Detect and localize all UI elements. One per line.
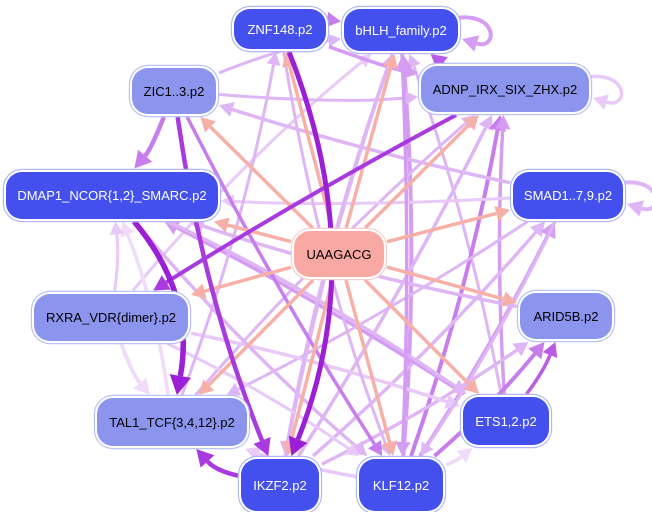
edge-ets-adnp	[497, 128, 507, 395]
arrowhead-rxra-tal1	[133, 377, 150, 395]
arrowhead-ets-bhlh	[407, 54, 421, 69]
edge-smad-zic	[231, 107, 511, 185]
arrowhead-center-dmap1	[213, 217, 230, 233]
graph-node-bhlh[interactable]: bHLH_family.p2	[344, 9, 458, 51]
edge-bhlh-klf12	[400, 53, 409, 442]
edge-center-zic	[209, 125, 314, 230]
arrowhead-center-klf12	[382, 440, 398, 456]
arrowhead-zic-ikzf2	[253, 437, 271, 456]
edge-center-adnp	[363, 123, 471, 230]
edge-klf12-bhlh	[401, 69, 414, 457]
self-loop-adnp	[586, 74, 624, 105]
edge-center-klf12	[344, 279, 392, 443]
arrowhead-center-ets	[463, 378, 479, 394]
edge-dmap1-ets	[167, 219, 456, 388]
arrowhead-zic-bhlh	[327, 33, 341, 48]
edge-zic-adnp	[218, 93, 406, 102]
edge-center-ikzf2	[289, 279, 335, 443]
arrowhead-tal1-znf148	[266, 52, 281, 66]
arrowhead-adnp-bhlh	[430, 54, 448, 71]
arrowhead-ets-arid5b	[542, 342, 558, 358]
graph-node-dmap1[interactable]: DMAP1_NCOR{1,2}_SMARC.p2	[6, 171, 218, 219]
arrowhead-znf148-ikzf2	[288, 435, 308, 456]
arrowhead-ets-adnp	[494, 115, 511, 130]
arrowhead-rxra-klf12	[344, 442, 360, 456]
edge-klf12-adnp	[409, 129, 500, 457]
arrowhead-ikzf2-arid5b	[512, 342, 529, 357]
graph-node-smad[interactable]: SMAD1..7,9.p2	[513, 171, 623, 219]
graph-node-center[interactable]: UAAGACG	[294, 231, 384, 277]
arrowhead-center-zic	[200, 117, 216, 133]
graph-node-znf148[interactable]: ZNF148.p2	[234, 9, 326, 49]
arrowhead-center-tal1	[198, 379, 215, 395]
arrowhead-zic-klf12	[368, 439, 383, 456]
arrowhead-rxra-ets	[444, 394, 460, 409]
arrowhead-dmap1-tal1	[169, 374, 191, 395]
arrowhead-klf12-arid5b	[528, 342, 545, 360]
edge-tal1-znf148	[180, 64, 275, 396]
self-loop-arrowhead-bhlh	[462, 35, 480, 52]
edge-center-smad	[386, 211, 497, 244]
arrowhead-center-adnp	[463, 115, 479, 131]
self-loop-smad	[620, 180, 652, 212]
self-loop-bhlh	[455, 15, 493, 47]
edge-center-arid5b	[386, 265, 504, 301]
arrowhead-smad-klf12	[420, 441, 434, 456]
graph-node-ikzf2[interactable]: IKZF2.p2	[241, 459, 319, 511]
graph-node-adnp[interactable]: ADNP_IRX_SIX_ZHX.p2	[421, 66, 589, 112]
arrowhead-klf12-tal1	[245, 446, 262, 462]
arrowhead-zic-adnp	[404, 91, 418, 106]
edge-znf148-adnp	[328, 45, 405, 73]
edge-center-rxra	[204, 265, 292, 293]
arrowhead-smad-tal1	[226, 383, 242, 396]
edge-klf12-ets	[445, 455, 463, 467]
graph-node-rxra[interactable]: RXRA_VDR{dimer}.p2	[34, 293, 188, 341]
arrowhead-smad-zic	[219, 102, 235, 117]
arrowhead-klf12-ets	[456, 448, 473, 463]
graph-node-zic[interactable]: ZIC1..3.p2	[132, 68, 216, 114]
arrowhead-bhlh-klf12	[395, 441, 411, 456]
graph-node-klf12[interactable]: KLF12.p2	[359, 459, 443, 511]
edge-zic-dmap1	[143, 116, 166, 158]
edge-zic-klf12	[185, 116, 376, 446]
edge-center-ets	[363, 278, 471, 386]
arrowhead-zic-dmap1	[134, 149, 153, 169]
arrowhead-adnp-rxra	[153, 275, 171, 291]
arrowhead-tal1-dmap1	[120, 221, 135, 238]
edge-center-dmap1	[225, 223, 292, 244]
edge-center-tal1	[207, 278, 315, 387]
arrowhead-center-bhlh	[383, 54, 399, 70]
arrowhead-znf148-adnp	[402, 63, 418, 79]
edge-rxra-tal1	[119, 342, 142, 385]
graph-node-tal1[interactable]: TAL1_TCF{3,4,12}.p2	[97, 398, 247, 446]
edge-ikzf2-smad	[311, 231, 538, 458]
arrowhead-center-smad	[494, 205, 510, 221]
self-loop-arrowhead-adnp	[593, 94, 609, 110]
edge-rxra-klf12	[166, 342, 350, 450]
arrowhead-center-rxra	[191, 283, 207, 299]
graph-node-ets[interactable]: ETS1,2.p2	[463, 397, 549, 445]
edge-rxra-dmap1	[113, 234, 120, 291]
edge-rxra-ets	[190, 331, 448, 404]
edge-smad-dmap1	[233, 196, 511, 206]
edge-dmap1-klf12	[133, 220, 358, 449]
arrowhead-ikzf2-adnp	[478, 115, 493, 132]
edge-ets-arid5b	[525, 354, 552, 396]
edge-ikzf2-tal1	[205, 459, 239, 478]
arrowhead-ikzf2-smad	[529, 221, 546, 238]
edge-zic-ikzf2	[175, 116, 265, 442]
arrowhead-center-arid5b	[501, 291, 517, 307]
self-loop-arrowhead-smad	[627, 200, 645, 217]
edge-smad-klf12	[426, 220, 557, 447]
edge-center-bhlh	[344, 67, 393, 229]
arrowhead-rxra-dmap1	[109, 221, 124, 236]
edge-adnp-bhlh	[433, 61, 447, 68]
arrowhead-ikzf2-tal1	[196, 449, 215, 468]
graph-node-arid5b[interactable]: ARID5B.p2	[520, 293, 612, 339]
edge-znf148-bhlh	[326, 17, 337, 25]
